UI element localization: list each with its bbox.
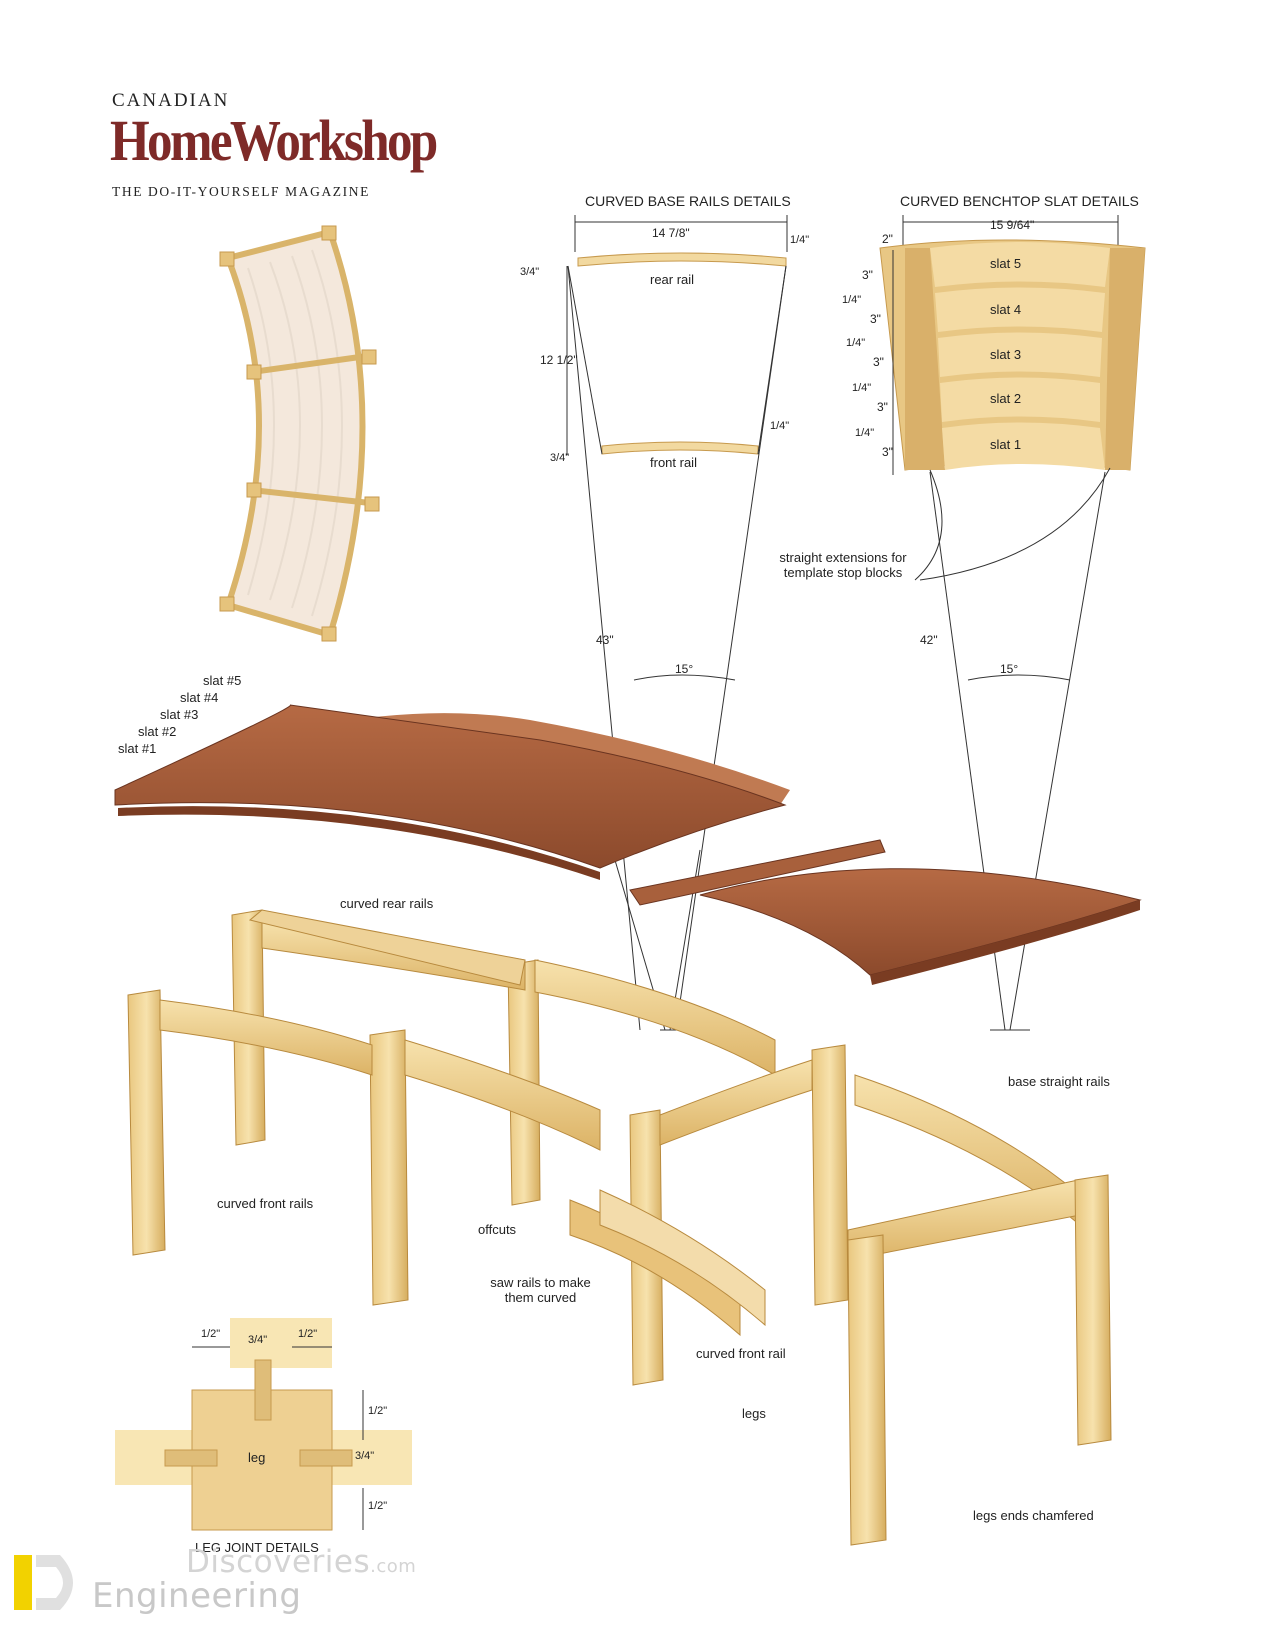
slat-3-label: slat 3 bbox=[990, 347, 1022, 362]
rear-rail-label: rear rail bbox=[650, 272, 695, 287]
legs-chamfered-label: legs ends chamfered bbox=[973, 1508, 1094, 1523]
bench-top-view bbox=[219, 225, 380, 642]
slat-gap-3: 1/4" bbox=[846, 337, 866, 349]
slat-width-4: 3" bbox=[870, 312, 881, 326]
extensions-note: straight extensions for template stop bl… bbox=[779, 550, 907, 580]
offcuts-label: offcuts bbox=[478, 1222, 517, 1237]
joint-half-left: 1/2" bbox=[201, 1328, 221, 1340]
watermark-line2: Engineering bbox=[92, 1576, 302, 1616]
legs-label: legs bbox=[742, 1406, 766, 1421]
rails-angle-label: 15° bbox=[675, 662, 694, 676]
slat-2-label: slat 2 bbox=[990, 391, 1022, 406]
joint-leg-label: leg bbox=[248, 1450, 266, 1465]
leg-joint-diagram bbox=[115, 1318, 412, 1531]
brand-logo: HomeWorkshop bbox=[110, 108, 438, 173]
watermark-logo-icon bbox=[14, 1555, 73, 1610]
joint-half-right: 1/2" bbox=[298, 1328, 318, 1340]
slat-gap-4: 1/4" bbox=[842, 294, 862, 306]
slat-radius-label: 42" bbox=[920, 633, 938, 647]
brand-canadian: CANADIAN bbox=[112, 90, 230, 111]
base-frame bbox=[127, 909, 1112, 1546]
slat-extension-label: 2" bbox=[882, 232, 893, 246]
front-rail-thickness-label: 3/4" bbox=[550, 452, 570, 464]
front-rail-label: front rail bbox=[650, 455, 697, 470]
curved-front-rail-label: curved front rail bbox=[696, 1346, 786, 1361]
joint-three-quarter-top: 3/4" bbox=[248, 1334, 268, 1346]
leg-joint-title: LEG JOINT DETAILS bbox=[195, 1540, 319, 1555]
curved-rear-rails-label: curved rear rails bbox=[340, 896, 434, 911]
exploded-slat-5-label: slat #5 bbox=[203, 673, 242, 688]
curved-front-rails-label: curved front rails bbox=[217, 1196, 314, 1211]
exploded-slat-3-label: slat #3 bbox=[160, 707, 199, 722]
slat-width-3: 3" bbox=[873, 355, 884, 369]
rails-quarter-top-label: 1/4" bbox=[790, 234, 810, 246]
slat-4-label: slat 4 bbox=[990, 302, 1022, 317]
slat-width-5: 3" bbox=[862, 268, 873, 282]
rails-quarter-front-label: 1/4" bbox=[770, 420, 790, 432]
joint-three-quarter-side: 3/4" bbox=[355, 1450, 375, 1462]
slat-detail-diagram bbox=[879, 215, 1146, 1031]
slat-gap-1: 1/4" bbox=[855, 427, 875, 439]
slat-width-label: 15 9/64" bbox=[990, 218, 1035, 232]
saw-rails-label: saw rails to make them curved bbox=[490, 1275, 591, 1305]
slat-width-1: 3" bbox=[882, 445, 893, 459]
exploded-slat-1-label: slat #1 bbox=[118, 741, 157, 756]
base-straight-rails-label: base straight rails bbox=[1008, 1074, 1110, 1089]
rail-spacing-label: 12 1/2" bbox=[540, 353, 578, 367]
slat-gap-2: 1/4" bbox=[852, 382, 872, 394]
slat-1-label: slat 1 bbox=[990, 437, 1022, 452]
slat-width-2: 3" bbox=[877, 400, 888, 414]
slat-detail-title: CURVED BENCHTOP SLAT DETAILS bbox=[900, 193, 1139, 209]
rails-detail-title: CURVED BASE RAILS DETAILS bbox=[585, 193, 791, 209]
benchtop-exploded bbox=[114, 704, 1142, 985]
slat-5-label: slat 5 bbox=[990, 256, 1022, 271]
watermark-line1: Discoveries.com bbox=[186, 1544, 417, 1580]
rails-detail-diagram bbox=[566, 215, 788, 1031]
rails-radius-label: 43" bbox=[596, 633, 614, 647]
brand-tagline: THE DO-IT-YOURSELF MAGAZINE bbox=[112, 184, 370, 199]
joint-half-lower: 1/2" bbox=[368, 1500, 388, 1512]
exploded-slat-2-label: slat #2 bbox=[138, 724, 177, 739]
rails-width-label: 14 7/8" bbox=[652, 226, 690, 240]
slat-angle-label: 15° bbox=[1000, 662, 1019, 676]
rear-rail-thickness-label: 3/4" bbox=[520, 266, 540, 278]
exploded-slat-4-label: slat #4 bbox=[180, 690, 219, 705]
joint-half-upper: 1/2" bbox=[368, 1405, 388, 1417]
